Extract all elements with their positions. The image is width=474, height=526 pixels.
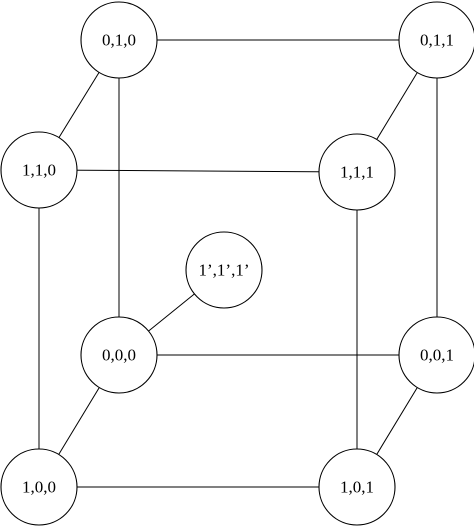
node-n100: 1,0,0 (0, 448, 78, 526)
node-n001: 0,0,1 (398, 316, 474, 394)
node-circle (80, 316, 158, 394)
node-circle (185, 231, 263, 309)
node-n010: 0,1,0 (80, 1, 158, 79)
node-circle (318, 448, 396, 526)
node-label: 1,1,0 (22, 161, 56, 180)
node-n101: 1,0,1 (318, 448, 396, 526)
node-label: 1,0,1 (340, 478, 374, 497)
node-circle (0, 448, 78, 526)
node-n000: 0,0,0 (80, 316, 158, 394)
node-nprime: 1’,1’,1’ (185, 231, 263, 309)
node-n011: 0,1,1 (398, 1, 474, 79)
node-label: 0,1,1 (420, 31, 454, 50)
node-label: 1,1,1 (340, 163, 374, 182)
node-label: 0,1,0 (102, 31, 136, 50)
node-circle (318, 133, 396, 211)
node-n111: 1,1,1 (318, 133, 396, 211)
node-label: 1’,1’,1’ (199, 261, 250, 280)
node-circle (0, 131, 78, 209)
edge-n110-n111 (38, 169, 358, 173)
node-n110: 1,1,0 (0, 131, 78, 209)
node-circle (398, 316, 474, 394)
node-label: 1,0,0 (22, 478, 56, 497)
node-label: 0,0,1 (420, 346, 454, 365)
node-circle (398, 1, 474, 79)
node-circle (80, 1, 158, 79)
node-label: 0,0,0 (102, 346, 136, 365)
